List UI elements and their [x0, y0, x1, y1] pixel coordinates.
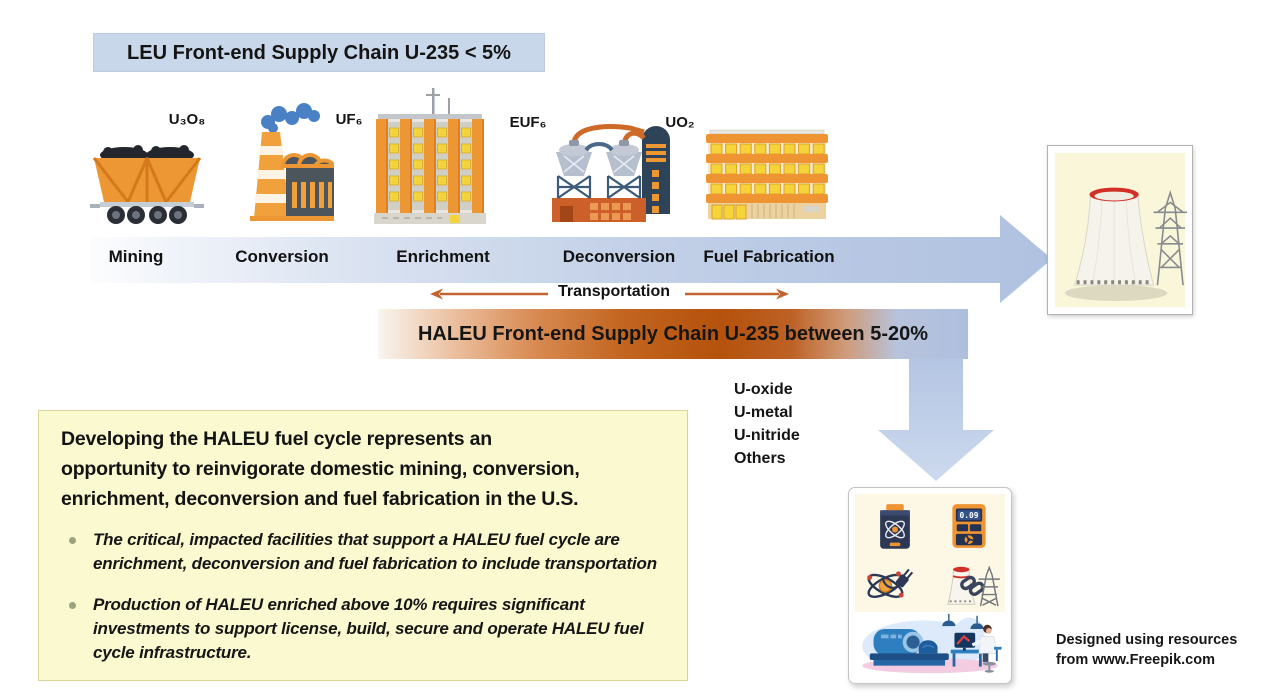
- nuclear-power-plant-icon: [1064, 187, 1187, 301]
- transportation-label: Transportation: [557, 283, 670, 300]
- haleu-applications-card: 0.09: [848, 487, 1012, 684]
- info-heading-line: Developing the HALEU fuel cycle represen…: [61, 428, 492, 450]
- fuel-fabrication-plant-icon: [706, 129, 828, 220]
- design-credit-line: from www.Freepik.com: [1056, 652, 1215, 668]
- dosimeter-reading: 0.09: [960, 511, 979, 520]
- secured-plant-chain-icon: [947, 565, 1000, 607]
- haleu-banner: HALEU Front-end Supply Chain U-235 betwe…: [378, 309, 968, 359]
- leu-banner: LEU Front-end Supply Chain U-235 < 5%: [93, 33, 545, 72]
- haleu-forms-list: U-oxide U-metal U-nitride Others: [734, 378, 844, 470]
- supply-chain-flow-arrow: [90, 215, 1052, 303]
- atom-plug-icon: [867, 568, 914, 598]
- stage-label-mining: Mining: [108, 247, 164, 266]
- info-bullet-item: Production of HALEU enriched above 10% r…: [61, 593, 665, 665]
- info-bullet-list: The critical, impacted facilities that s…: [61, 528, 665, 665]
- haleu-form-item: U-nitride: [734, 427, 800, 444]
- conversion-plant-icon: [250, 103, 334, 221]
- deconversion-plant-icon: [552, 124, 670, 222]
- info-heading-line: enrichment, deconversion and fuel fabric…: [61, 488, 579, 510]
- stage-label-deconversion: Deconversion: [562, 247, 676, 266]
- power-plant-card-inner: [1055, 153, 1187, 307]
- stage-label-fuel-fabrication: Fuel Fabrication: [703, 247, 835, 266]
- enrichment-plant-icon: [374, 88, 486, 224]
- transport-arrow-left-icon: [430, 288, 548, 300]
- info-bullet-item: The critical, impacted facilities that s…: [61, 528, 665, 576]
- haleu-form-item: Others: [734, 450, 786, 467]
- product-label-uo2: UO₂: [665, 114, 695, 131]
- haleu-down-arrow: [878, 358, 994, 481]
- power-plant-card: [1047, 145, 1193, 315]
- medical-imaging-scene-icon: [862, 613, 1002, 674]
- stage-label-conversion: Conversion: [235, 247, 329, 266]
- stage-label-enrichment: Enrichment: [396, 247, 490, 266]
- mining-cart-icon: [90, 145, 204, 224]
- atomic-battery-icon: [880, 504, 910, 549]
- haleu-form-item: U-oxide: [734, 381, 793, 398]
- design-credit-line: Designed using resources: [1056, 632, 1238, 648]
- haleu-info-box: Developing the HALEU fuel cycle represen…: [38, 410, 688, 681]
- radiation-dosimeter-icon: 0.09: [952, 504, 986, 548]
- transport-arrow-right-icon: [685, 288, 789, 300]
- info-box-heading: Developing the HALEU fuel cycle represen…: [61, 424, 665, 514]
- product-label-euf6: EUF₆: [509, 114, 547, 131]
- product-label-uf6: UF₆: [335, 111, 363, 128]
- info-heading-line: opportunity to reinvigorate domestic min…: [61, 458, 580, 480]
- haleu-form-item: U-metal: [734, 404, 793, 421]
- product-label-u3o8: U₃O₈: [168, 111, 206, 128]
- design-credit: Designed using resources from www.Freepi…: [1056, 630, 1256, 670]
